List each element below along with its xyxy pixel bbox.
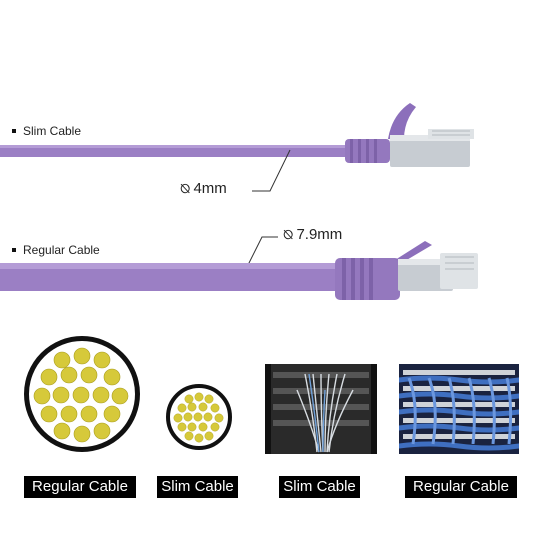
slim-cable-illustration [0,103,474,192]
slim-cable-cross-section [166,384,232,450]
regular-dimension-value: 7.9mm [296,226,343,243]
regular-cable-rack-image [399,364,519,454]
regular-dimension-leader [244,236,278,272]
slim-cable-rack-tag: Slim Cable [279,476,360,498]
regular-cable-illustration [0,236,478,300]
regular-cable-label-text: Regular Cable [23,243,100,257]
regular-cable-latch [395,241,432,261]
regular-dimension: ⦰ 7.9mm [283,226,342,243]
diameter-icon: ⦰ [283,226,294,242]
slim-cable-rack-image [265,364,377,454]
bullet-icon [12,129,16,133]
regular-cable-label: Regular Cable [12,243,100,257]
regular-cable-rack-tag: Regular Cable [405,476,517,498]
diameter-icon: ⦰ [180,180,191,196]
slim-cable-label: Slim Cable [12,124,81,138]
slim-conductors [173,392,224,443]
slim-dimension: ⦰ 4mm [180,180,227,197]
bullet-icon [12,248,16,252]
regular-cable-cross-tag: Regular Cable [24,476,136,498]
slim-cable-latch [388,103,416,139]
slim-cable-cross-tag: Slim Cable [157,476,238,498]
regular-cable-plug [398,259,453,291]
slim-cable-label-text: Slim Cable [23,124,82,138]
slim-dimension-value: 4mm [193,180,227,197]
slim-dimension-leader [252,149,291,192]
regular-conductors [33,347,129,443]
regular-cable-cross-section [24,336,140,452]
slim-cable-plug [390,135,470,167]
